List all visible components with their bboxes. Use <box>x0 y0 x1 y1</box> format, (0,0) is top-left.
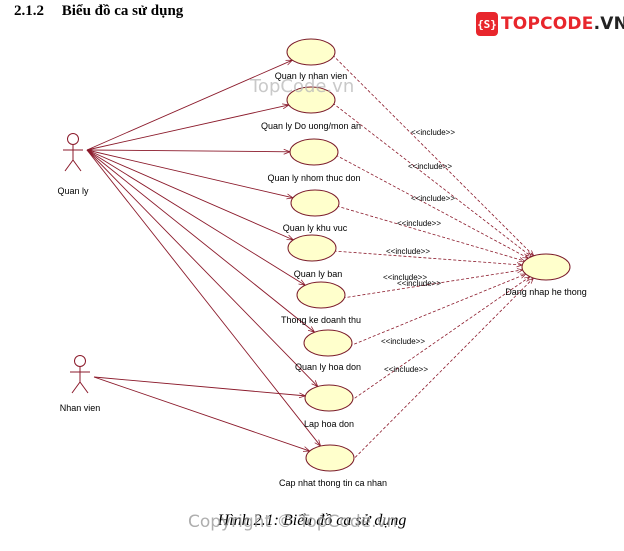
topcode-logo: {S} TOPCODE.VN <box>476 10 624 38</box>
use-case-quan-ly-nhom-thuc-don: Quan ly nhom thuc don <box>267 138 361 183</box>
use-case-ellipse <box>289 138 339 166</box>
actors: Quan ly Nhan vien <box>57 133 101 413</box>
include-line-9 <box>351 278 534 462</box>
use-case-ellipse <box>286 38 336 66</box>
use-case-ellipse <box>305 444 355 472</box>
use-case-ellipse <box>303 329 353 357</box>
use-case-label: Quan ly nhan vien <box>275 71 348 81</box>
use-case-label: Dang nhap he thong <box>505 287 587 297</box>
use-case-dang-nhap-he-thong: Dang nhap he thong <box>505 253 587 297</box>
actor-employee-label: Nhan vien <box>60 403 101 413</box>
section-heading: 2.1.2 Biểu đồ ca sử dụng <box>14 3 183 20</box>
watermark-top: TopCode.vn <box>249 76 354 97</box>
include-line-3 <box>335 154 529 258</box>
logo-brand: TOPCODE <box>501 14 594 34</box>
include-label: <<include>> <box>381 337 425 346</box>
use-case-ellipse <box>296 281 346 309</box>
use-case-thong-ke-doanh-thu: Thong ke doanh thu <box>281 281 361 325</box>
figure-caption: Hình 2.1: Biểu đồ ca sử dụng <box>217 512 407 529</box>
include-line-6 <box>342 270 523 299</box>
use-case-cap-nhat-thong-tin-ca-nhan: Cap nhat thong tin ca nhan <box>279 444 387 488</box>
association-lines <box>86 59 321 451</box>
include-line-8 <box>350 277 530 402</box>
use-case-quan-ly-ban: Quan ly ban <box>287 234 343 279</box>
actor-head <box>67 133 79 145</box>
include-line-2 <box>332 102 532 257</box>
actor-right-leg <box>79 381 89 394</box>
use-case-quan-ly-hoa-don: Quan ly hoa don <box>295 329 361 372</box>
association-manager-4 <box>86 149 293 198</box>
include-label: <<include>> <box>408 162 452 171</box>
use-case-quan-ly-nhan-vien: Quan ly nhan vien <box>275 38 348 81</box>
use-case-ellipse <box>304 384 354 412</box>
include-line-5 <box>333 250 523 265</box>
association-manager-2 <box>86 105 289 151</box>
logo-domain: .VN <box>593 14 624 34</box>
use-case-ellipse <box>286 86 336 114</box>
association-manager-9 <box>86 149 321 446</box>
include-label: <<include>> <box>411 194 455 203</box>
use-case-label: Lap hoa don <box>304 419 354 429</box>
use-case-label: Quan ly Do uong/mon an <box>261 121 361 131</box>
use-case-lap-hoa-don: Lap hoa don <box>304 384 354 429</box>
include-relationships: <<include>><<include>><<include>><<inclu… <box>332 54 534 462</box>
association-manager-7 <box>86 149 315 332</box>
association-manager-3 <box>86 150 290 152</box>
association-manager-6 <box>86 149 305 285</box>
actor-manager-label: Quan ly <box>57 186 89 196</box>
use-case-label: Quan ly khu vuc <box>283 223 348 233</box>
include-line-7 <box>349 273 526 347</box>
actor-right-leg <box>72 159 82 172</box>
use-case-label: Quan ly nhom thuc don <box>267 173 360 183</box>
logo-mark-icon: {S} <box>476 12 498 36</box>
section-number: 2.1.2 <box>14 3 44 19</box>
include-label: <<include>> <box>411 128 455 137</box>
actor-left-leg <box>64 159 74 172</box>
use-case-label: Quan ly hoa don <box>295 362 361 372</box>
actor-left-leg <box>71 381 81 394</box>
use-case-ellipse <box>290 189 340 217</box>
include-label: <<include>> <box>384 365 428 374</box>
actor-head <box>74 355 86 367</box>
use-case-label: Quan ly ban <box>294 269 343 279</box>
association-manager-8 <box>86 149 318 387</box>
use-case-quan-ly-do-uong-mon-an: Quan ly Do uong/mon an <box>261 86 361 131</box>
use-case-quan-ly-khu-vuc: Quan ly khu vuc <box>283 189 348 233</box>
actor-manager: Quan ly <box>57 133 89 196</box>
association-employee-1 <box>93 376 305 396</box>
watermark-bottom: Copyright © TopCode.vn <box>188 512 398 532</box>
actor-employee: Nhan vien <box>60 355 101 413</box>
use-case-label: Cap nhat thong tin ca nhan <box>279 478 387 488</box>
include-label: <<include>> <box>383 273 427 282</box>
include-line-4 <box>336 205 525 261</box>
include-label: <<include>> <box>386 247 430 256</box>
association-employee-2 <box>93 376 310 451</box>
use-case-ellipse <box>287 234 337 262</box>
use-case-label: Thong ke doanh thu <box>281 315 361 325</box>
association-manager-1 <box>86 59 292 151</box>
use-case-ellipse <box>521 253 571 281</box>
section-title: Biểu đồ ca sử dụng <box>61 3 184 19</box>
include-label: <<include>> <box>397 219 441 228</box>
association-manager-5 <box>86 149 293 241</box>
include-label: <<include>> <box>397 279 441 288</box>
include-line-1 <box>332 54 534 256</box>
